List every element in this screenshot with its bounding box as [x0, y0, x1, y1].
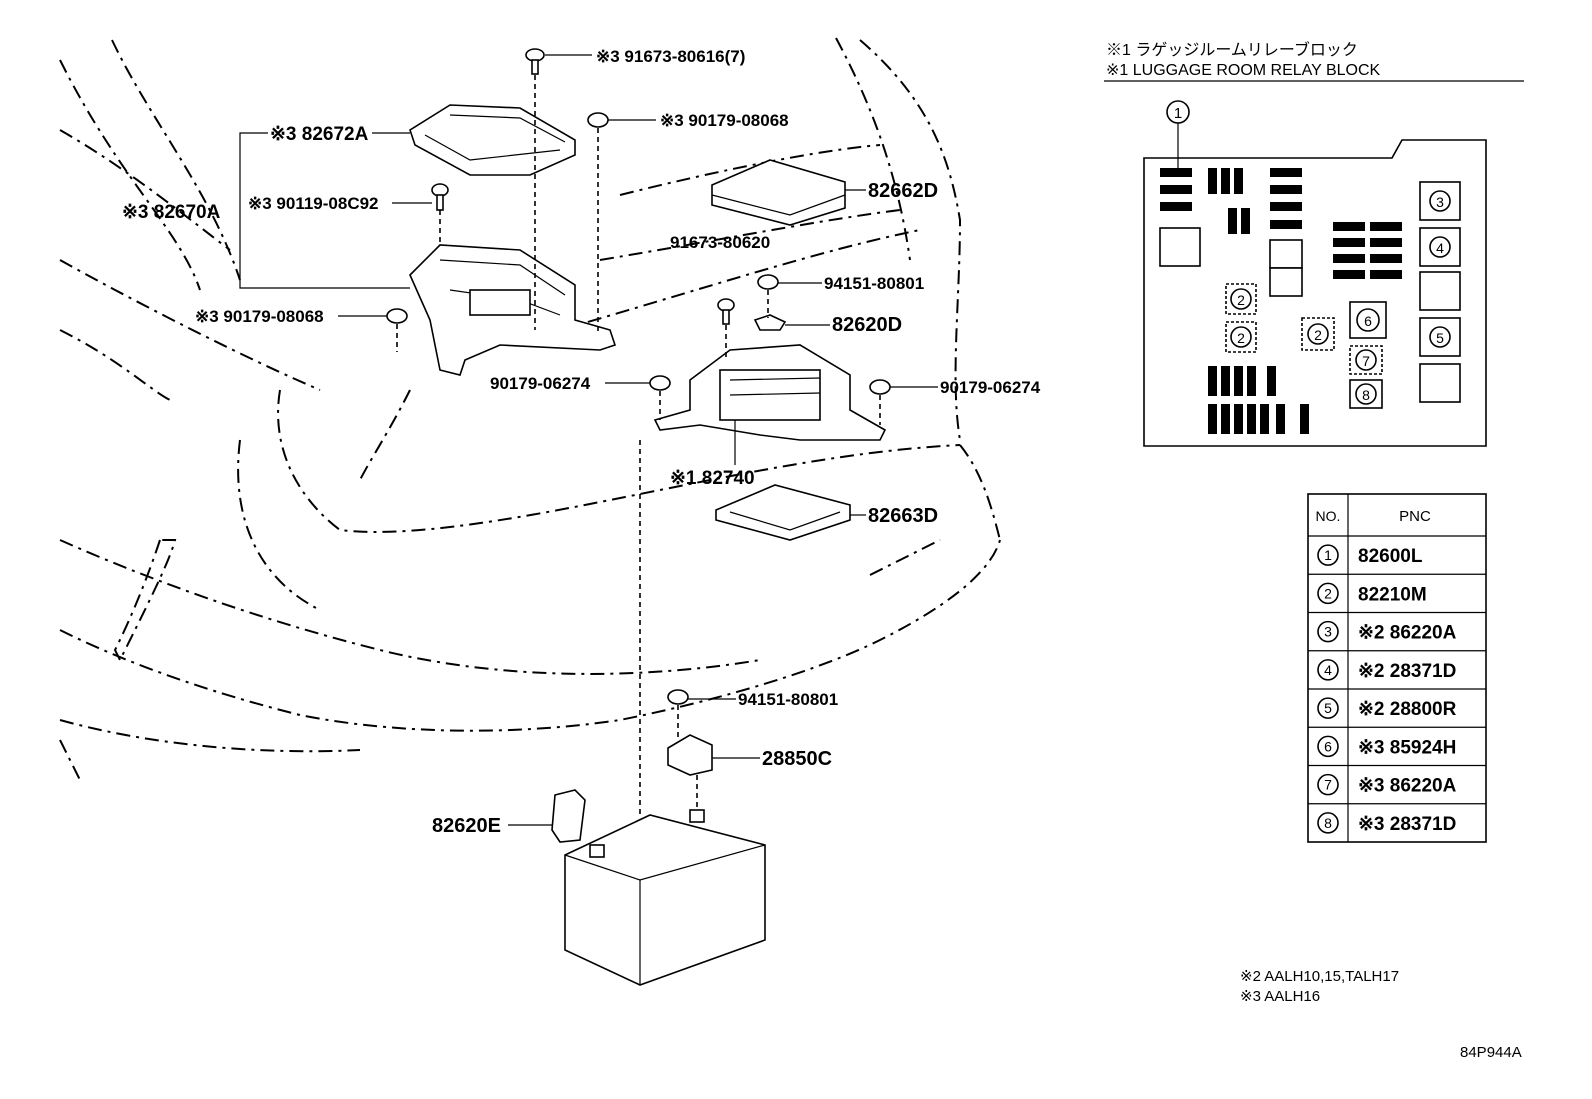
pnc-row-no: 3: [1324, 624, 1332, 640]
callout-90179-right: 90179-06274: [940, 378, 1041, 397]
pnc-row-pnc: 82210M: [1358, 584, 1427, 605]
relay-marker-5: 5: [1436, 330, 1444, 346]
pnc-row-circle: [1317, 697, 1339, 719]
callout-labels: ※3 91673-80616(7) ※3 90179-08068 ※3 8267…: [122, 47, 1041, 837]
leader-lines: [239, 54, 938, 826]
relay-marker-3: 3: [1436, 194, 1444, 210]
pnc-row-circle: [1317, 773, 1339, 796]
relay-block-82740: [653, 344, 887, 441]
pnc-row-no: 1: [1324, 547, 1332, 563]
relay-marker-2a: 2: [1237, 292, 1245, 308]
clip-82620E: [551, 789, 586, 843]
relay-marker-1: 1: [1174, 105, 1182, 122]
relay-marker-8: 8: [1362, 387, 1370, 403]
pnc-row-circle: [1317, 735, 1339, 758]
pnc-row-no: 4: [1324, 662, 1332, 678]
note-2: ※2 AALH10,15,TALH17: [1240, 968, 1399, 985]
pnc-row-pnc: ※2 86220A: [1358, 623, 1457, 644]
relay-marker-7: 7: [1362, 353, 1370, 369]
pnc-row-no: 7: [1324, 777, 1332, 793]
relay-marker-2c: 2: [1314, 327, 1322, 343]
fasteners: [386, 48, 891, 705]
relay-title-jp: ※1 ラゲッジルームリレーブロック: [1106, 40, 1358, 59]
relay-block-inset: ※1 ラゲッジルームリレーブロック ※1 LUGGAGE ROOM RELAY …: [1104, 40, 1524, 447]
assembly-lines: [396, 75, 881, 815]
pnc-row-pnc: ※2 28371D: [1358, 661, 1456, 682]
callout-nut-top: ※3 90179-08068: [660, 111, 789, 130]
callout-90179-left: 90179-06274: [490, 374, 591, 393]
pnc-row-no: 8: [1324, 815, 1332, 831]
callout-82662D: 82662D: [868, 180, 938, 202]
pnc-row-pnc: 82600L: [1358, 546, 1423, 567]
pnc-row-circle: [1317, 544, 1339, 566]
pnc-row-pnc: ※3 86220A: [1358, 776, 1457, 797]
relay-marker-6: 6: [1364, 313, 1372, 329]
pnc-rows: 1 82600L 2 82210M 3 ※2 86220A 4 ※2 28371D 5 ※2 28…: [1308, 544, 1486, 835]
bracket-82670A: [409, 244, 617, 376]
cover-82663D: [715, 484, 851, 541]
callout-bolt-top: ※3 91673-80616(7): [596, 47, 745, 66]
callout-nut-left: ※3 90179-08068: [195, 307, 324, 326]
sensor-28850C: [667, 734, 713, 776]
cover-82672A: [409, 104, 576, 176]
pnc-row-no: 6: [1324, 738, 1332, 754]
callout-94151-a: 94151-80801: [824, 274, 924, 293]
figure-id: 84P944A: [1460, 1044, 1522, 1061]
cover-82662D: [711, 159, 846, 226]
callout-94151-b: 94151-80801: [738, 690, 838, 709]
callout-82620E: 82620E: [432, 815, 501, 837]
relay-marker-4: 4: [1436, 240, 1444, 256]
clip-82620D: [753, 314, 787, 331]
note-3: ※3 AALH16: [1240, 988, 1320, 1005]
pnc-header-pnc: PNC: [1399, 508, 1431, 525]
callout-90119: ※3 90119-08C92: [248, 194, 379, 213]
pnc-row-circle: [1317, 659, 1339, 681]
callout-82663D: 82663D: [868, 505, 938, 527]
pnc-header-no: NO.: [1316, 508, 1341, 524]
pnc-row-pnc: ※3 28371D: [1358, 814, 1456, 835]
pnc-row-no: 5: [1324, 700, 1332, 716]
relay-marker-2b: 2: [1237, 330, 1245, 346]
pnc-row-circle: [1317, 620, 1339, 643]
vehicle-body-outline: [59, 37, 1001, 781]
callout-82620D: 82620D: [832, 314, 902, 336]
callout-91673: 91673-80620: [670, 233, 770, 252]
pnc-table: NO. PNC 1 82600L 2 82210M 3 ※2 86220A 4 ※2 2837…: [1307, 493, 1487, 843]
callout-82740: ※1 82740: [670, 468, 755, 489]
pnc-row-pnc: ※3 85924H: [1358, 737, 1456, 758]
pnc-row-no: 2: [1324, 585, 1332, 601]
relay-title-en: ※1 LUGGAGE ROOM RELAY BLOCK: [1106, 62, 1381, 79]
pnc-row-circle: [1317, 582, 1339, 605]
callout-82672A: ※3 82672A: [270, 124, 369, 145]
callout-82670A: ※3 82670A: [122, 202, 221, 223]
pnc-row-pnc: ※2 28800R: [1358, 699, 1457, 720]
battery: [564, 809, 766, 986]
callout-28850C: 28850C: [762, 748, 832, 770]
pnc-row-circle: [1317, 812, 1339, 834]
